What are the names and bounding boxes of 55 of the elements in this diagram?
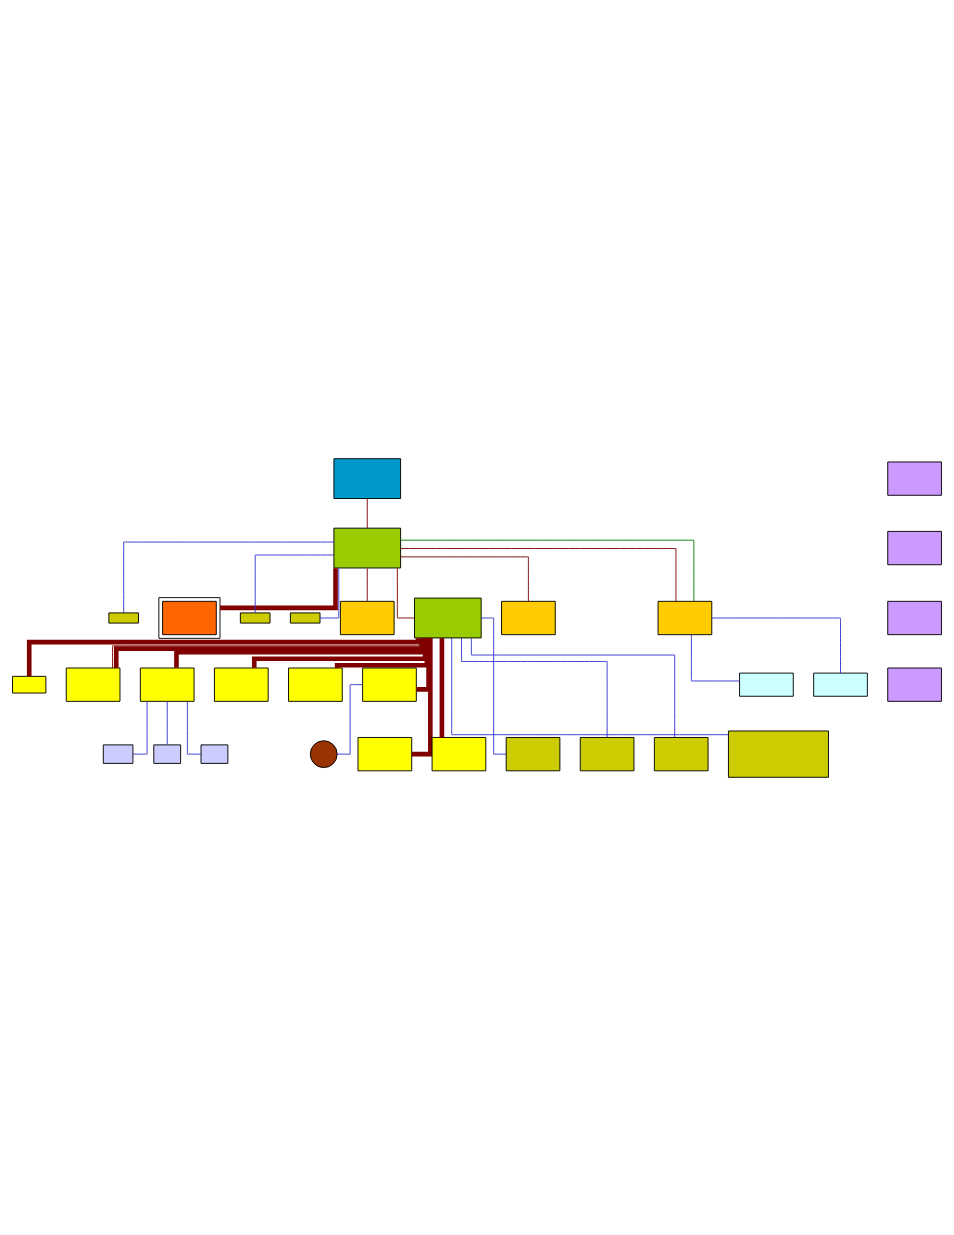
node-box	[431, 736, 487, 771]
node-box	[653, 736, 709, 771]
node-box	[657, 600, 713, 635]
node-box	[108, 611, 139, 624]
node-box	[414, 597, 482, 638]
connector	[400, 555, 529, 602]
connector	[470, 637, 676, 738]
connector	[366, 567, 368, 601]
node-box	[333, 457, 402, 499]
node-box	[887, 600, 942, 635]
node-box	[357, 736, 413, 771]
connector	[174, 637, 426, 668]
node-box	[213, 667, 269, 702]
node-box	[579, 736, 635, 771]
connector	[400, 539, 695, 602]
node-circle	[309, 739, 338, 768]
connector	[336, 683, 364, 755]
node-box	[505, 736, 561, 771]
connector	[123, 541, 335, 613]
node-box	[153, 743, 182, 764]
node-box	[887, 530, 942, 565]
node-box	[887, 667, 942, 702]
connector	[166, 700, 168, 745]
node-box	[739, 672, 794, 697]
node-box	[139, 667, 195, 702]
connector	[451, 637, 729, 735]
node-box	[158, 596, 221, 639]
node-box	[12, 675, 47, 693]
node-box	[501, 600, 556, 635]
node-box	[339, 600, 395, 635]
node-box	[887, 461, 942, 496]
node-box	[289, 611, 321, 624]
node-box	[65, 667, 121, 702]
node-box	[102, 743, 134, 764]
connector	[411, 637, 433, 756]
connector	[439, 637, 445, 737]
connector	[220, 567, 338, 610]
connector	[251, 637, 428, 668]
connector	[400, 547, 677, 602]
node-box	[362, 667, 417, 702]
node-box	[200, 743, 229, 764]
node-box	[728, 730, 829, 778]
connector	[690, 633, 740, 681]
connector	[396, 567, 415, 618]
connector	[319, 567, 340, 618]
connector	[26, 637, 421, 676]
node-box	[288, 667, 343, 702]
connector	[461, 637, 608, 738]
connector	[711, 617, 841, 674]
connector	[366, 497, 368, 528]
node-box	[239, 611, 271, 624]
connector	[480, 617, 507, 755]
node-box	[813, 672, 868, 697]
connector	[254, 554, 335, 613]
node-box	[333, 527, 402, 568]
